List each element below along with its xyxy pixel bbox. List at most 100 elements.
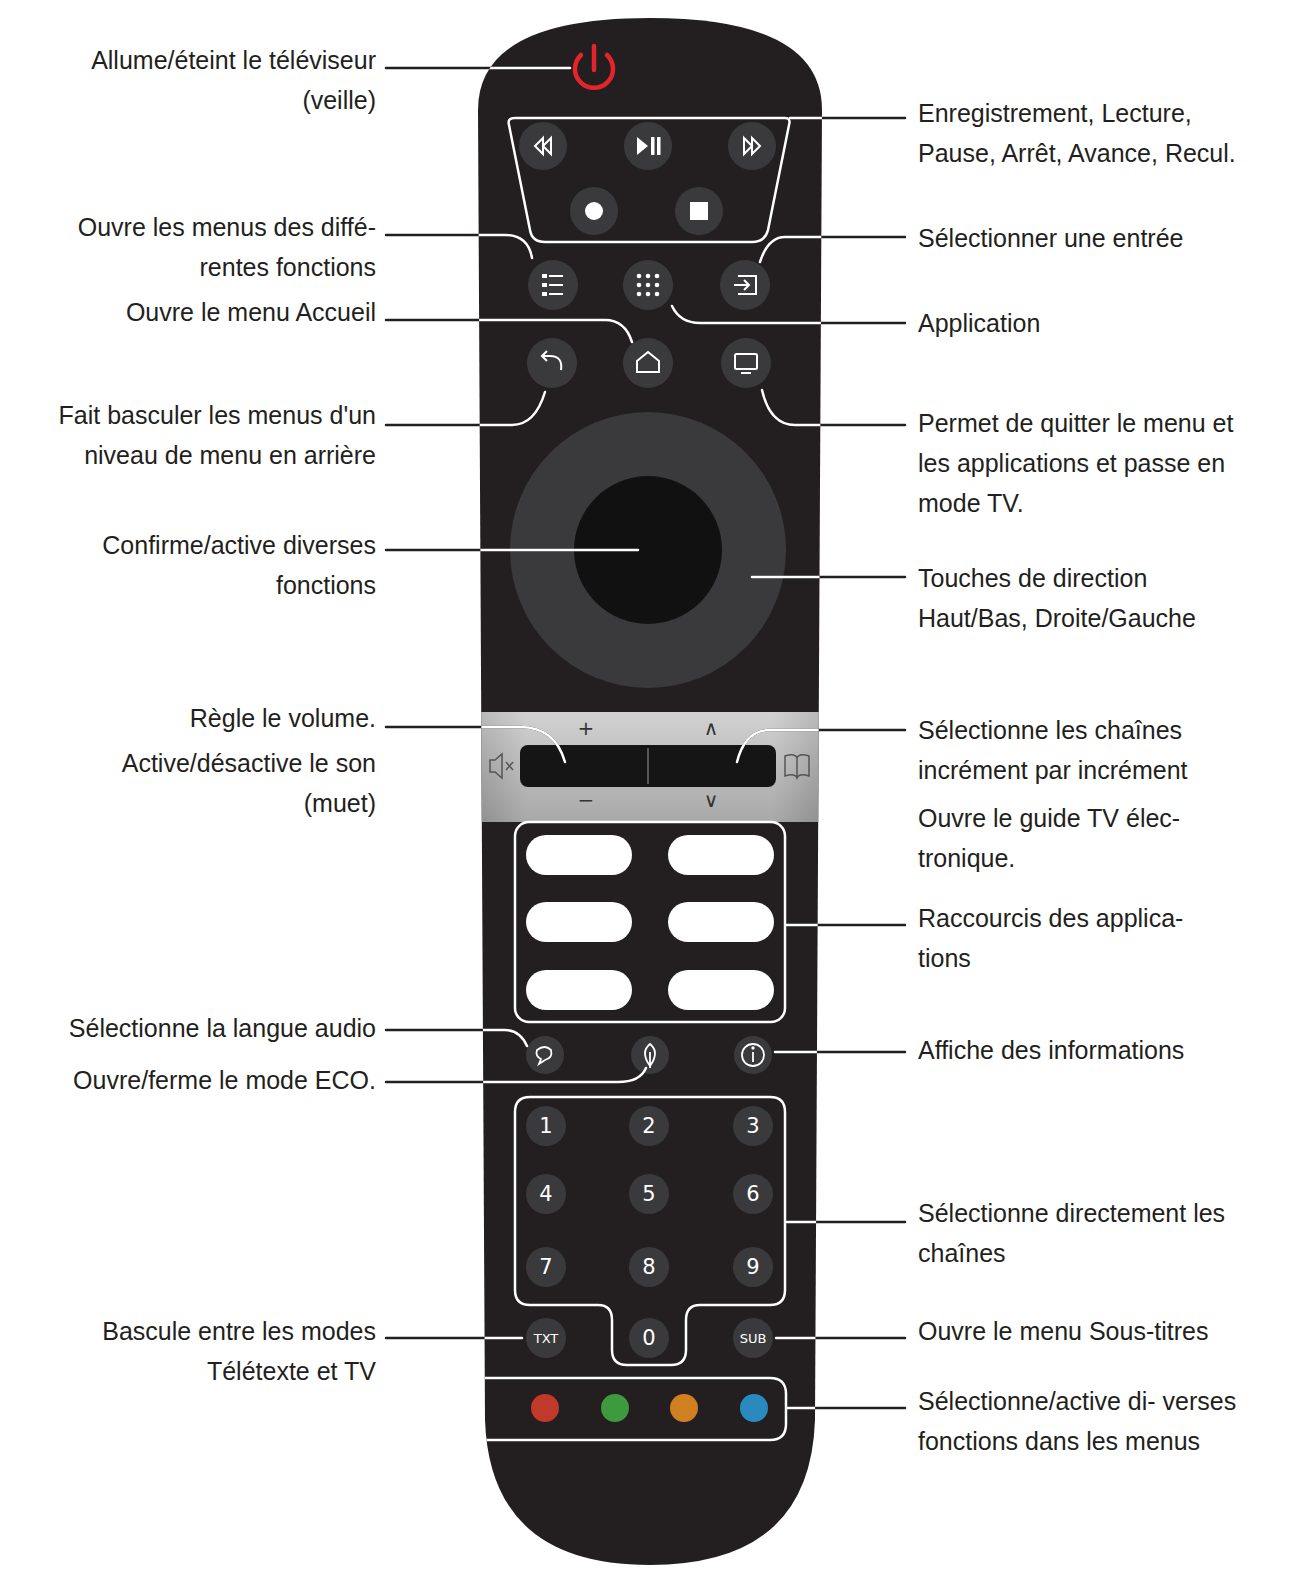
- volume-icons: [506, 762, 513, 770]
- callout-text: Enregistrement, Lecture, Pause, Arrêt, A…: [918, 93, 1248, 173]
- menu-buttons: [542, 274, 547, 278]
- menu-buttons: [549, 275, 563, 277]
- callout-text: Touches de direction Haut/Bas, Droite/Ga…: [918, 558, 1258, 638]
- app-shortcut-buttons: [526, 835, 774, 1010]
- button-label: 9: [746, 1257, 759, 1278]
- keypad-outline: [515, 1097, 785, 1365]
- media-buttons: [624, 122, 672, 170]
- leader-lines: [386, 727, 565, 762]
- leader-lines: [386, 727, 565, 762]
- menu-buttons: [646, 283, 651, 288]
- button-shape: [526, 1247, 566, 1287]
- callout-text: Allume/éteint le téléviseur (veille): [11, 40, 376, 120]
- menu-buttons: [542, 292, 547, 296]
- leader-lines: [786, 1221, 905, 1224]
- callout-text: Sélectionner une entrée: [918, 218, 1288, 258]
- callout-text: Ouvre le menu Accueil: [16, 292, 376, 332]
- leader-lines: [787, 1407, 905, 1410]
- leader-lines: [787, 1407, 905, 1410]
- media-buttons: [519, 122, 776, 235]
- button-shape: [526, 1174, 566, 1214]
- app-shortcut-buttons: [668, 902, 774, 942]
- leader-lines: [786, 1221, 905, 1224]
- color-buttons: [670, 1394, 698, 1422]
- button-label: 2: [642, 1116, 655, 1137]
- color-buttons: [478, 1378, 786, 1440]
- callout-text: Ouvre/ferme le mode ECO.: [11, 1060, 376, 1100]
- menu-buttons: [637, 292, 642, 297]
- keypad-button: 0: [629, 1318, 669, 1358]
- callout-text: Sélectionne la langue audio: [11, 1008, 376, 1048]
- menu-buttons: [646, 274, 651, 279]
- button-symbol: −: [571, 788, 601, 812]
- button-shape: [629, 1106, 669, 1146]
- keypad-button: 2: [629, 1106, 669, 1146]
- leader-lines: [386, 1337, 522, 1340]
- leader-lines: [786, 924, 905, 927]
- remote-body: [647, 748, 649, 784]
- media-buttons: [690, 202, 708, 220]
- leader-lines: [790, 117, 905, 120]
- volume-icons: [490, 754, 502, 778]
- media-buttons: [744, 138, 760, 154]
- callout-text: Ouvre le menu Sous-titres: [918, 1311, 1293, 1351]
- leader-lines: [386, 320, 632, 342]
- leader-lines: [386, 68, 905, 1408]
- keypad-button: 6: [733, 1174, 773, 1214]
- button-shape: [733, 1318, 773, 1358]
- keypad-button: 9: [733, 1247, 773, 1287]
- function-buttons: [734, 1036, 772, 1074]
- keypad-button: TXT: [526, 1318, 566, 1358]
- button-symbol: +: [571, 716, 601, 740]
- button-shape: [629, 1174, 669, 1214]
- callout-text: Fait basculer les menus d'un niveau de m…: [8, 395, 376, 475]
- leader-lines: [386, 68, 905, 1408]
- menu-buttons: [528, 260, 578, 310]
- menu-buttons: [735, 354, 757, 369]
- function-buttons: [752, 1052, 754, 1062]
- menu-buttons: [623, 260, 673, 310]
- leader-lines: [386, 1068, 646, 1082]
- leader-lines: [386, 235, 532, 258]
- callout-text: Sélectionne directement les chaînes: [918, 1193, 1238, 1273]
- button-label: TXT: [534, 1332, 559, 1345]
- menu-buttons: [655, 274, 660, 279]
- keypad-button: 8: [629, 1247, 669, 1287]
- volume-icons: [785, 755, 809, 778]
- function-buttons: [526, 1036, 564, 1074]
- button-label: 3: [746, 1116, 759, 1137]
- button-shape: [733, 1106, 773, 1146]
- button-label: 7: [539, 1257, 552, 1278]
- callout-text: Affiche des informations: [918, 1030, 1293, 1070]
- volume-icons: [490, 754, 809, 778]
- button-label: SUB: [740, 1332, 767, 1345]
- leader-lines: [386, 549, 638, 552]
- callout-text: Confirme/active diverses fonctions: [46, 525, 376, 605]
- keypad-button: SUB: [733, 1318, 773, 1358]
- color-buttons: [478, 1378, 786, 1440]
- leader-lines: [760, 237, 905, 262]
- menu-buttons: [721, 338, 771, 388]
- callout-text: Active/désactive le son (muet): [56, 743, 376, 823]
- media-buttons: [657, 137, 661, 155]
- leader-lines: [386, 67, 570, 70]
- leader-lines: [386, 1030, 527, 1046]
- remote-body: [474, 18, 826, 1565]
- leader-lines: [762, 390, 905, 425]
- menu-buttons: [549, 284, 563, 286]
- menu-buttons: [549, 293, 563, 295]
- function-buttons: [537, 1047, 552, 1064]
- menu-buttons: [542, 276, 757, 373]
- callout-text: Permet de quitter le menu et les applica…: [918, 403, 1248, 523]
- button-label: 0: [642, 1328, 655, 1349]
- leader-lines: [737, 730, 905, 762]
- menu-buttons: [527, 338, 577, 388]
- callout-text: Règle le volume.: [46, 698, 376, 738]
- button-label: 6: [746, 1184, 759, 1205]
- leader-lines: [752, 576, 905, 579]
- callout-text: Raccourcis des applica- tions: [918, 898, 1238, 978]
- menu-buttons: [623, 338, 673, 388]
- function-buttons: [526, 1036, 772, 1074]
- menu-buttons: [646, 292, 651, 297]
- menu-buttons: [655, 283, 660, 288]
